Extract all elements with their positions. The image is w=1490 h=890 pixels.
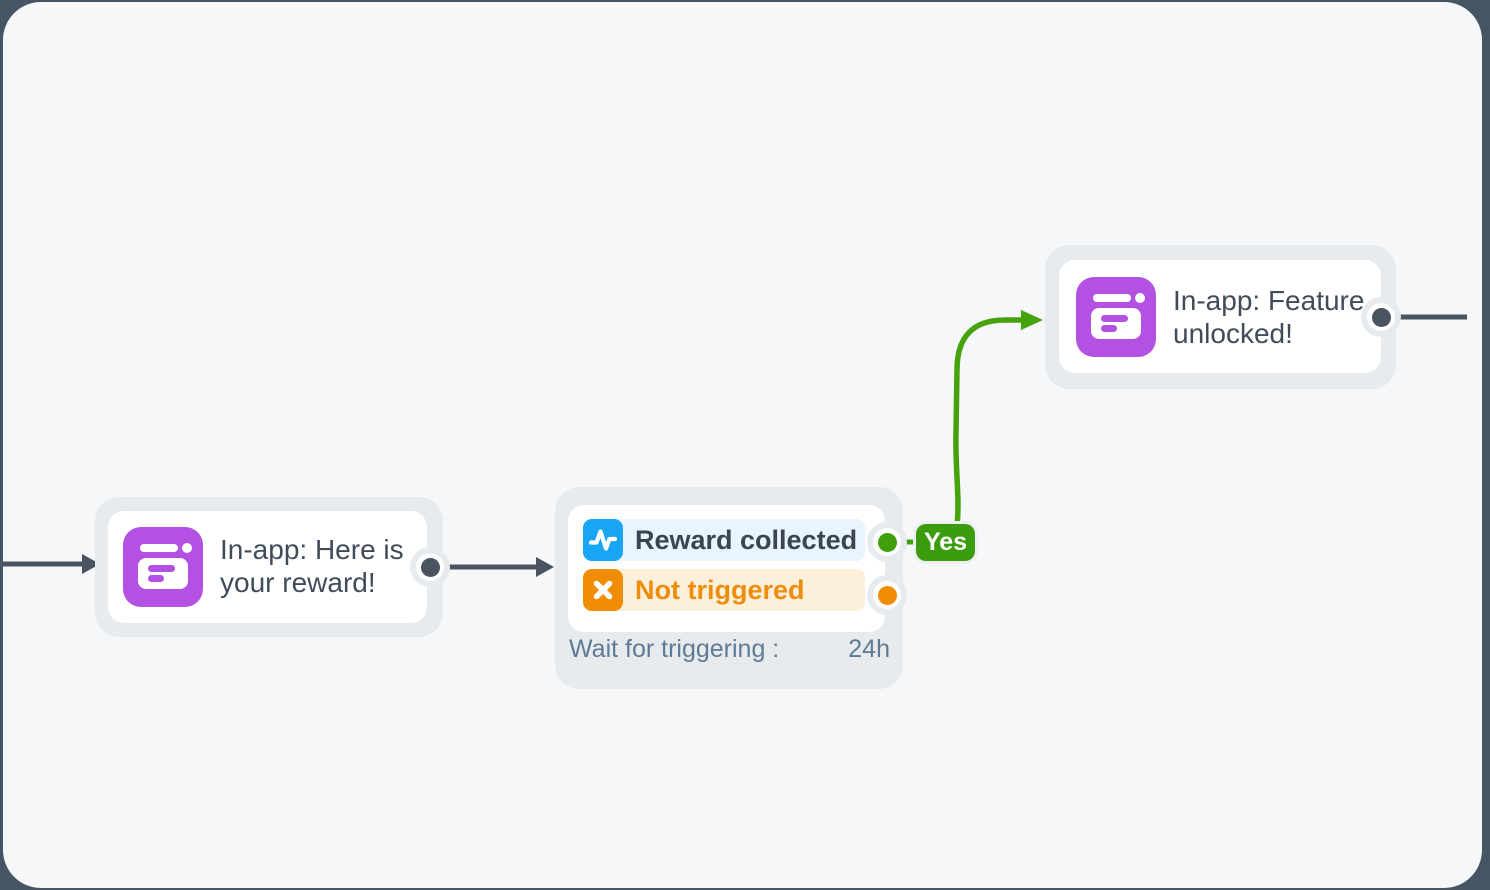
wait-footer-label: Wait for triggering : [569, 635, 780, 663]
node-title-line1: In-app: Here is [220, 534, 404, 565]
yes-branch-label: Yes [923, 528, 968, 556]
branch-label: Not triggered [635, 574, 805, 605]
output-port[interactable] [1361, 297, 1401, 337]
node-title-line1: In-app: Feature [1173, 285, 1365, 316]
edge-yes-to-unlock [953, 310, 1043, 527]
wait-footer-value: 24h [848, 635, 890, 663]
branch-row-reward-collected[interactable]: Reward collected [583, 519, 865, 561]
node-card: In-app: Here is your reward! [108, 511, 427, 623]
x-mark-icon [583, 569, 623, 611]
node-inapp-unlock[interactable]: In-app: Feature unlocked! [1045, 245, 1401, 389]
yes-output-port[interactable] [867, 522, 907, 562]
node-title: In-app: Feature unlocked! [1173, 284, 1364, 350]
in-app-message-icon [123, 527, 203, 607]
node-title: In-app: Here is your reward! [220, 533, 404, 599]
flow-canvas[interactable]: In-app: Here is your reward! Reward coll… [3, 2, 1482, 888]
branch-label: Reward collected [635, 524, 858, 555]
output-port-dot[interactable] [420, 557, 440, 577]
node-card: In-app: Feature unlocked! [1059, 260, 1381, 373]
wait-footer: Wait for triggering : 24h [569, 635, 890, 664]
yes-port-dot[interactable] [877, 532, 897, 552]
no-output-port[interactable] [867, 575, 907, 615]
in-app-message-icon [1076, 277, 1156, 357]
node-inapp-reward[interactable]: In-app: Here is your reward! [95, 497, 450, 637]
output-port-dot[interactable] [1371, 307, 1391, 327]
node-title-line2: your reward! [220, 567, 376, 598]
node-trigger-wait[interactable]: Reward collected Not triggered Wait for … [555, 487, 907, 689]
no-port-dot[interactable] [877, 585, 897, 605]
node-card: Reward collected Not triggered [568, 505, 885, 632]
output-port[interactable] [410, 547, 450, 587]
node-title-line2: unlocked! [1173, 318, 1293, 349]
activity-pulse-icon [583, 519, 623, 561]
edge-reward-to-condition [433, 557, 554, 577]
edge-layer [3, 310, 1467, 577]
yes-branch-badge[interactable]: Yes [916, 524, 975, 561]
branch-row-not-triggered[interactable]: Not triggered [583, 569, 865, 611]
edge-incoming [3, 554, 100, 574]
